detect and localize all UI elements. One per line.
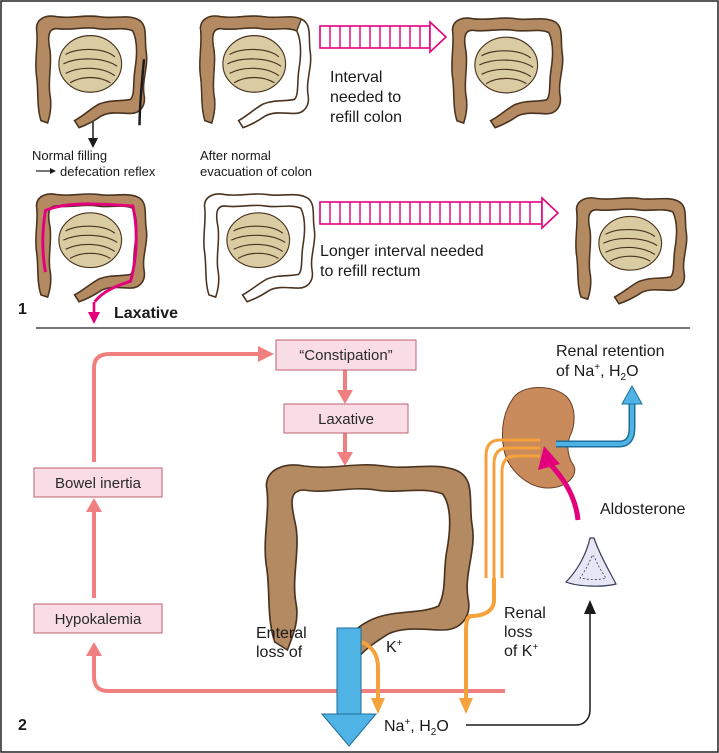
caption-normal-filling: Normal filling [32,148,107,163]
box-hypokalemia-label: Hypokalemia [55,611,142,628]
renal-loss-label-3: of K+ [504,642,538,660]
colon-normal-filling [36,16,147,128]
box-laxative-label: Laxative [318,411,374,428]
panel-2: “Constipation” Laxative Bowel inertia Hy… [18,340,685,746]
na-h2o-label: Na+, H2O [384,717,449,738]
interval-label: Interval [330,69,382,86]
adrenal-gland-icon [566,538,616,586]
caption-after-evacuation-2: evacuation of colon [200,164,312,179]
aldosterone-label: Aldosterone [600,501,685,518]
longer-interval-label: Longer interval needed [320,243,484,260]
colon-laxative [36,194,147,302]
longer-interval-label-2: to refill rectum [320,263,420,280]
kidney-icon [502,387,574,488]
panel-number-2: 2 [18,717,27,734]
interval-arrow [320,22,446,52]
caption-after-evacuation: After normal [200,148,271,163]
colon-refilled [452,18,563,128]
defecation-arrow [88,122,98,148]
interval-label-2: needed to [330,89,401,106]
longer-interval-arrow [320,198,558,228]
k-plus-label: K+ [386,638,403,656]
enteral-loss-label: Enteral [256,625,307,642]
renal-retention-label: Renal retention [556,343,665,360]
small-arrow-icon [36,168,56,174]
renal-loss-label: Renal [504,605,546,622]
colon-refilled-late [576,198,687,304]
box-bowel-inertia-label: Bowel inertia [55,475,142,492]
box-hypokalemia: Hypokalemia [34,604,162,633]
box-constipation: “Constipation” [276,340,416,370]
laxative-arrow [88,302,100,324]
caption-defecation-reflex: defecation reflex [60,164,156,179]
laxative-label: Laxative [114,305,178,322]
interval-label-3: refill colon [330,109,402,126]
panel-number-1: 1 [18,301,27,318]
renal-k-arrowhead [459,698,473,714]
renal-loss-label-2: loss [504,624,532,641]
panel-1: Interval needed to refill colon Normal f… [18,16,687,324]
box-laxative: Laxative [284,404,408,433]
renal-retention-label-2: of Na+, H2O [556,362,639,383]
box-constipation-label: “Constipation” [299,347,392,364]
enteral-k-arrow [362,642,385,714]
enteral-loss-label-2: loss of [256,644,303,661]
colon-after-evacuation [200,16,311,128]
box-bowel-inertia: Bowel inertia [34,468,162,497]
colon-empty [204,194,315,302]
